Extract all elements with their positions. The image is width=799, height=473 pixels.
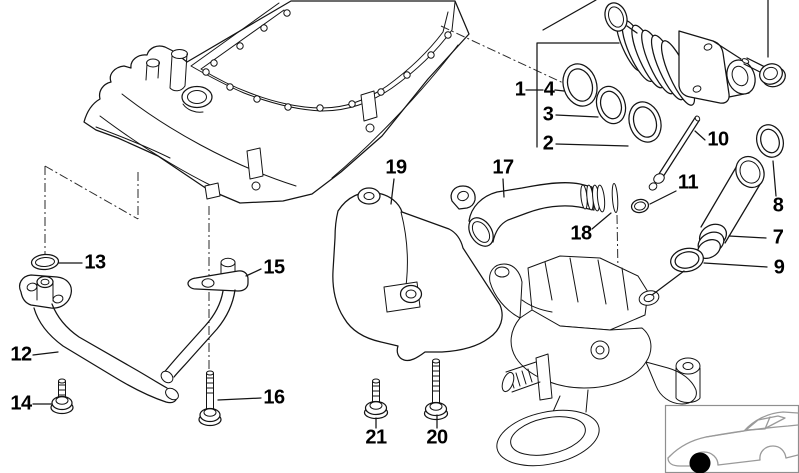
- part-label-2[interactable]: 2: [542, 132, 554, 155]
- part-label-1[interactable]: 1: [514, 78, 526, 101]
- top-o-ring-drawing: [604, 2, 628, 32]
- part-label-15[interactable]: 15: [263, 256, 285, 279]
- part-label-11[interactable]: 11: [677, 171, 699, 194]
- o-ring-11-drawing: [630, 198, 650, 214]
- hex-bolt-21-drawing: [363, 378, 389, 420]
- o-ring-2-drawing: [628, 101, 662, 143]
- part-label-3[interactable]: 3: [542, 103, 554, 126]
- o-ring-4-drawing: [562, 63, 598, 107]
- part-label-8[interactable]: 8: [772, 194, 784, 217]
- suction-pipe-17-drawing: [450, 182, 606, 247]
- car-silhouette: [667, 411, 799, 467]
- part-label-9[interactable]: 9: [773, 256, 785, 279]
- part-label-12[interactable]: 12: [10, 343, 32, 366]
- oil-pipe-15-drawing: [160, 257, 249, 384]
- part-label-16[interactable]: 16: [263, 386, 285, 409]
- part-label-14[interactable]: 14: [10, 392, 32, 415]
- part-label-18[interactable]: 18: [570, 222, 592, 245]
- hex-bolt-top-right-drawing: [741, 57, 786, 88]
- engine-block-drawing: [83, 0, 470, 204]
- part-label-4[interactable]: 4: [543, 78, 555, 101]
- car-position-inset: [664, 404, 799, 473]
- callout-lines: [32, 0, 777, 429]
- part-label-21[interactable]: 21: [365, 426, 387, 449]
- connector-tube-7-drawing: [697, 155, 765, 260]
- part-label-13[interactable]: 13: [84, 251, 106, 274]
- part-label-19[interactable]: 19: [385, 156, 407, 179]
- seal-clip-18-drawing: [611, 183, 619, 213]
- part-label-20[interactable]: 20: [426, 426, 448, 449]
- baffle-cover-19-drawing: [332, 187, 503, 362]
- engine-bolt-holes: [202, 9, 452, 112]
- oil-pump-drawing: [489, 255, 701, 467]
- hex-bolt-14-drawing: [50, 378, 74, 415]
- o-ring-8-drawing: [756, 124, 784, 158]
- bellows-unit-drawing: [615, 20, 756, 106]
- o-ring-9-drawing: [670, 247, 704, 273]
- gasket-ring-13-drawing: [30, 253, 60, 271]
- part-label-17[interactable]: 17: [492, 156, 514, 179]
- hex-bolt-20-drawing: [423, 358, 449, 421]
- o-ring-3-drawing: [595, 85, 627, 125]
- oil-pipe-12-drawing: [18, 274, 179, 404]
- dowel-pin-10-drawing: [648, 115, 701, 191]
- position-marker-dot: [689, 452, 711, 473]
- part-label-7[interactable]: 7: [772, 226, 784, 249]
- hex-bolt-16-drawing: [198, 370, 222, 427]
- part-label-10[interactable]: 10: [707, 128, 729, 151]
